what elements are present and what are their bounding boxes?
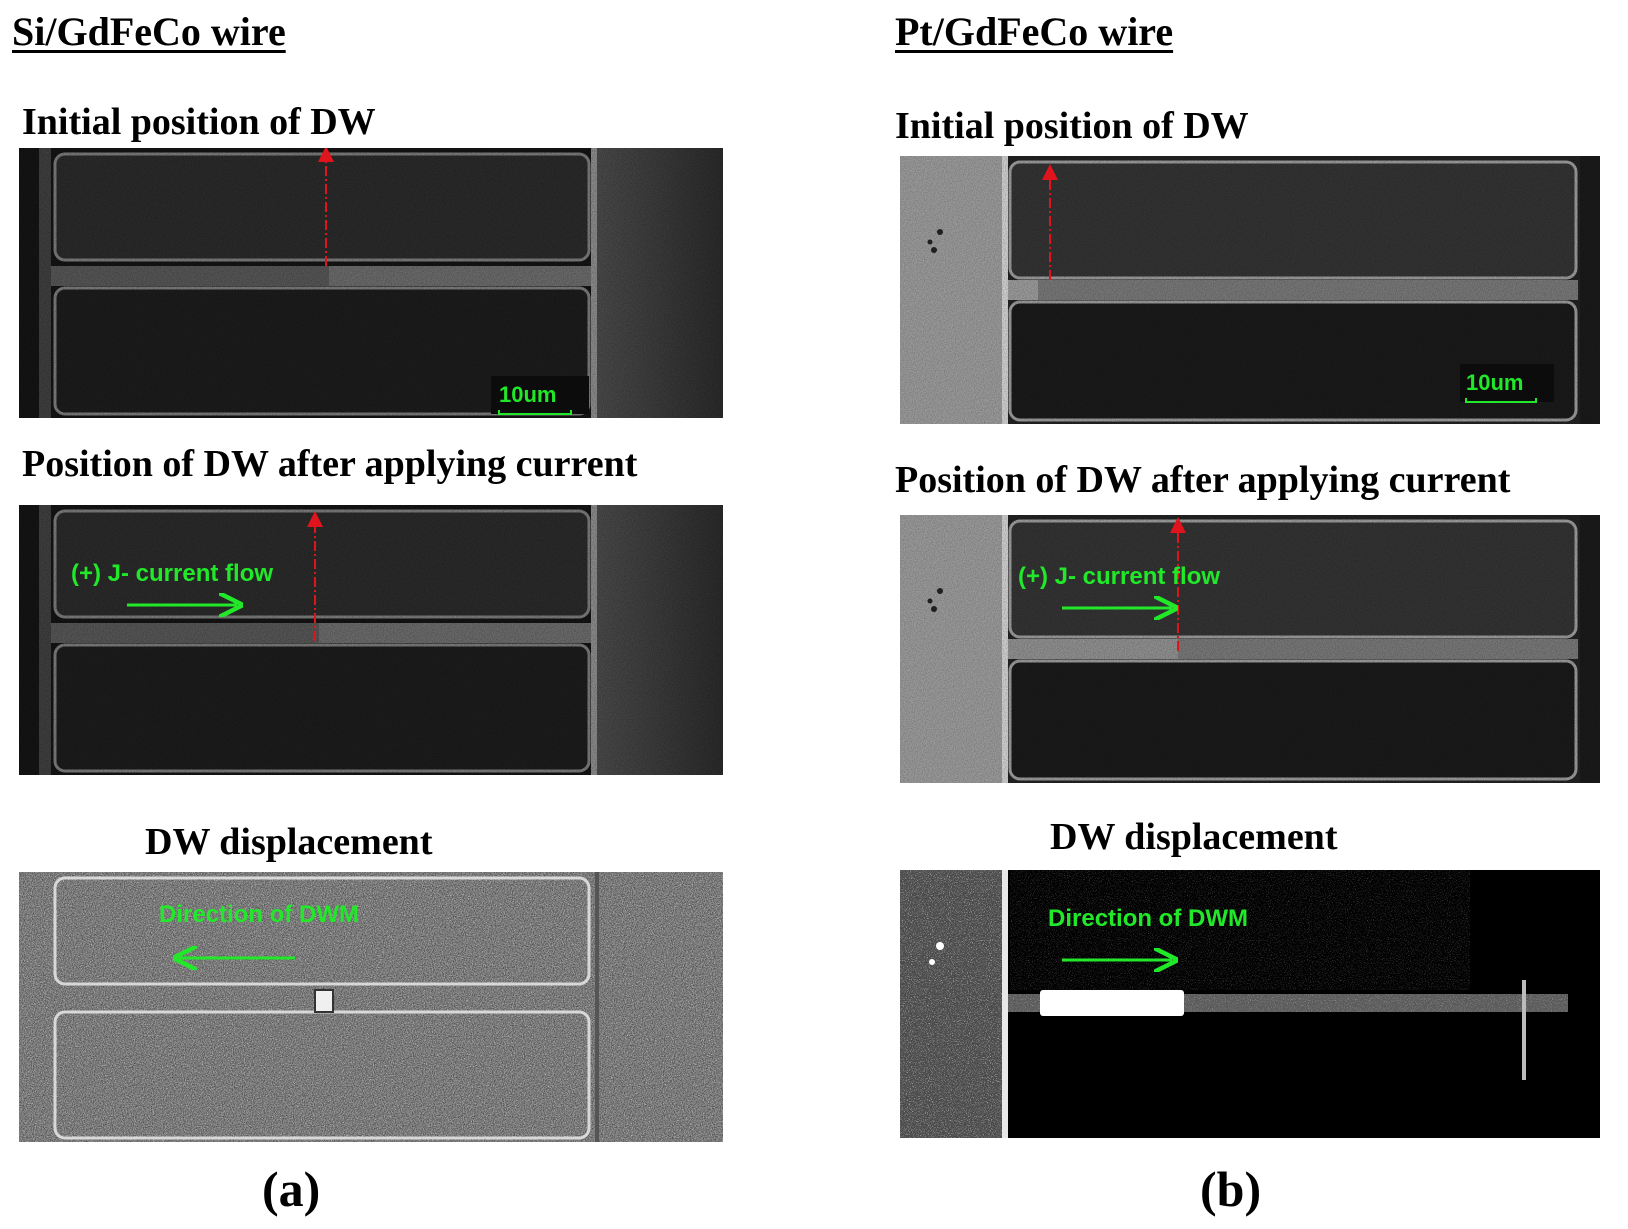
left-current-label: (+) J- current flow (71, 560, 273, 587)
left-panel-label: (a) (262, 1161, 321, 1217)
right-initial-caption: Initial position of DW (895, 105, 1249, 147)
left-scale-bar-label: 10um (499, 382, 556, 407)
left-dwm-label: Direction of DWM (159, 901, 359, 928)
left-displacement-image: Direction of DWM (19, 872, 723, 1142)
right-dwm-label: Direction of DWM (1048, 905, 1248, 932)
left-after-caption: Position of DW after applying current (22, 443, 638, 485)
right-displacement-caption: DW displacement (1050, 816, 1338, 858)
left-initial-caption: Initial position of DW (22, 101, 376, 143)
right-initial-image: 10um (900, 156, 1600, 424)
right-panel-label: (b) (1200, 1161, 1262, 1217)
left-after-image: (+) J- current flow (19, 505, 723, 775)
right-after-caption: Position of DW after applying current (895, 459, 1511, 501)
left-column-title: Si/GdFeCo wire (12, 9, 286, 54)
left-displacement-mark (314, 989, 334, 1013)
right-column-title: Pt/GdFeCo wire (895, 9, 1174, 54)
left-initial-image: 10um (19, 148, 723, 418)
right-after-image: (+) J- current flow (900, 515, 1600, 783)
right-displacement-image: Direction of DWM (900, 870, 1600, 1138)
left-displacement-caption: DW displacement (145, 821, 433, 863)
right-current-label: (+) J- current flow (1018, 563, 1220, 590)
right-scale-bar-label: 10um (1466, 370, 1523, 395)
right-displacement-mark (1040, 990, 1184, 1016)
